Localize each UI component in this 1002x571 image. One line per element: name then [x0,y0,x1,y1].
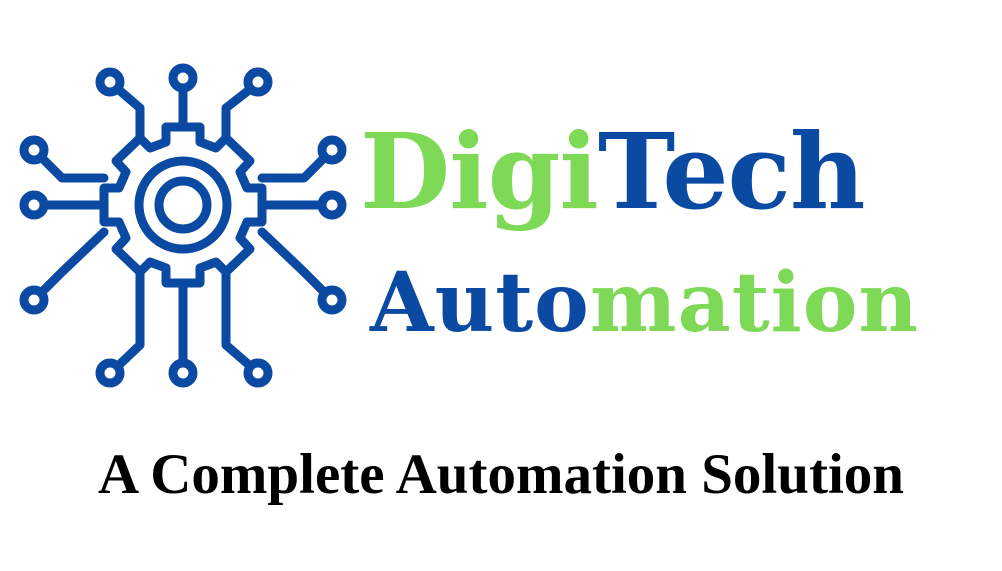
brand-digi: Digi [360,110,599,233]
brand-auto: Auto [370,255,590,351]
brand-mation: mation [589,255,920,351]
brand-line-2: Automation [370,262,919,344]
brand-line-1: DigiTech [360,120,865,224]
brand-name: DigiTech Automation [360,120,990,360]
gear-circuit-icon [19,63,347,388]
brand-tech: Tech [597,110,866,233]
tagline: A Complete Automation Solution [98,443,904,506]
